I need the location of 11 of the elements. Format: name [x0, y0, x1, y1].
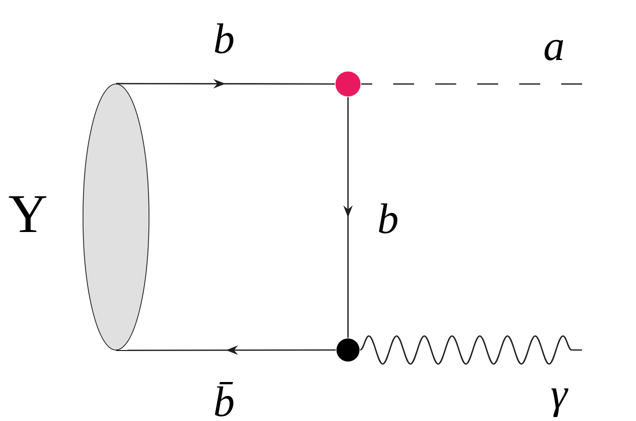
- vertex-dot: [336, 72, 360, 96]
- edge-label: b: [378, 203, 398, 234]
- edge-label: γ: [551, 388, 568, 418]
- dashed-line: [361, 83, 583, 85]
- edge-label: b̄: [214, 382, 234, 416]
- particle-label: Υ: [8, 196, 46, 232]
- bound-state-ellipse: [82, 84, 150, 350]
- edge-label: a: [544, 40, 564, 60]
- vertex-dot: [336, 338, 360, 362]
- wavy-line: [360, 335, 582, 365]
- edge-label: b: [214, 23, 234, 54]
